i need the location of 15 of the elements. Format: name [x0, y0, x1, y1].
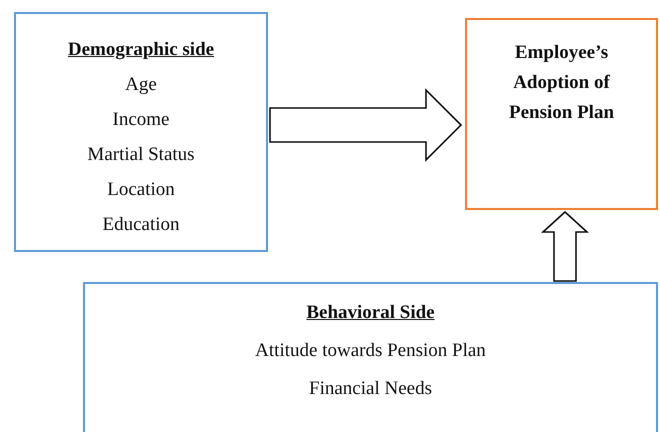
list-item: Age — [124, 73, 158, 97]
heading: Behavioral Side — [305, 301, 436, 325]
list-item: Location — [106, 178, 176, 202]
list-item: Financial Needs — [308, 377, 433, 401]
heading: Employee’s Adoption of Pension Plan — [508, 41, 616, 125]
heading: Demographic side — [66, 38, 216, 62]
list-item: Attitude towards Pension Plan — [254, 339, 487, 363]
list-item: Income — [112, 108, 170, 132]
list-item: Martial Status — [86, 143, 196, 167]
block-arrow — [269, 88, 462, 162]
list-item: Education — [101, 213, 181, 237]
text-box — [14, 12, 268, 252]
block-arrow — [540, 210, 590, 282]
text-box — [83, 282, 658, 432]
text-box — [465, 18, 658, 210]
